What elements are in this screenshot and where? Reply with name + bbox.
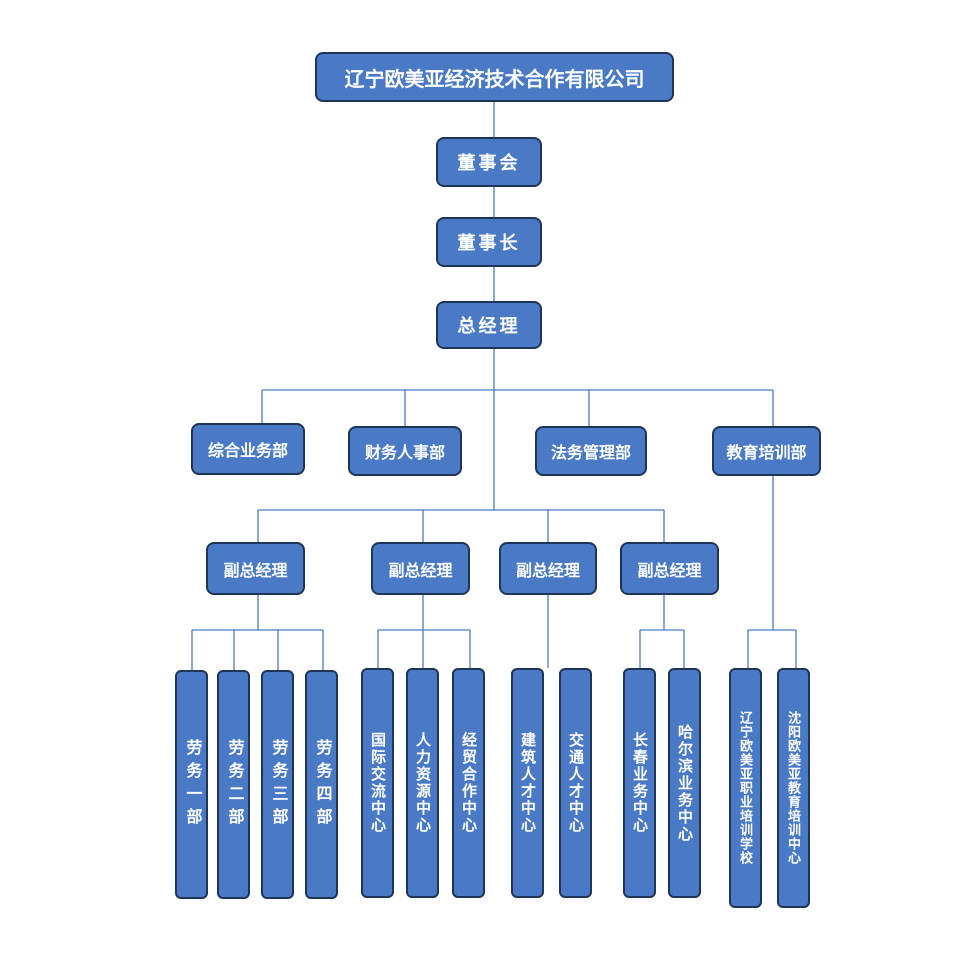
unit-node: 国际交流中心 — [361, 668, 394, 898]
unit-node: 建筑人才中心 — [511, 668, 544, 898]
deputy-manager-node: 副总经理 — [371, 542, 470, 595]
unit-node: 经贸合作中心 — [452, 668, 485, 898]
unit-node: 长春业务中心 — [623, 668, 656, 898]
unit-node: 劳务二部 — [217, 670, 250, 899]
unit-node: 交通人才中心 — [559, 668, 592, 898]
unit-node: 劳务三部 — [261, 670, 294, 899]
unit-node: 劳务四部 — [305, 670, 338, 899]
board-node: 董事会 — [436, 137, 542, 187]
general-manager-node: 总经理 — [436, 301, 542, 349]
unit-node: 哈尔滨业务中心 — [668, 668, 701, 898]
department-node: 综合业务部 — [191, 423, 305, 475]
unit-node: 沈阳欧美亚教育培训中心 — [777, 668, 810, 908]
chairman-node: 董事长 — [436, 217, 542, 267]
deputy-manager-node: 副总经理 — [499, 542, 597, 595]
deputy-manager-node: 副总经理 — [620, 542, 719, 595]
department-node: 财务人事部 — [348, 426, 462, 476]
unit-node: 辽宁欧美亚职业培训学校 — [729, 668, 762, 908]
deputy-manager-node: 副总经理 — [206, 542, 305, 595]
department-node: 教育培训部 — [712, 426, 821, 476]
company-node: 辽宁欧美亚经济技术合作有限公司 — [315, 52, 674, 102]
department-node: 法务管理部 — [535, 426, 647, 476]
unit-node: 人力资源中心 — [406, 668, 439, 898]
unit-node: 劳务一部 — [175, 670, 208, 899]
